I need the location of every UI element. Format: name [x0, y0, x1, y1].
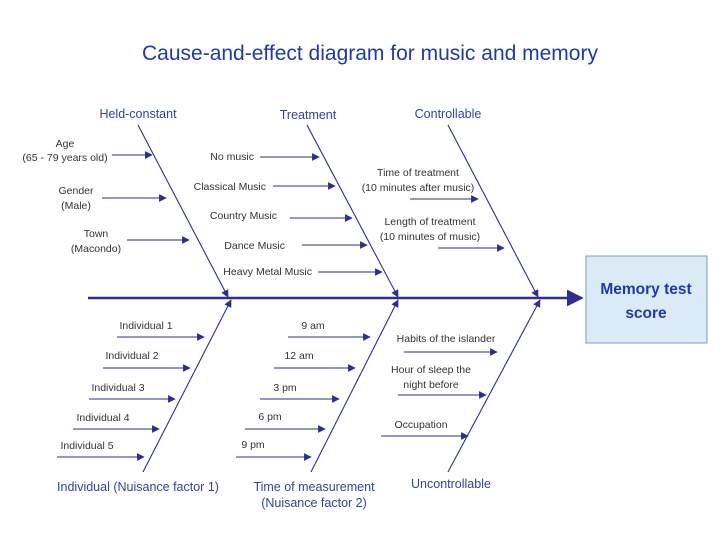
cause-individual-1: Individual 1	[119, 320, 172, 332]
effect-label-line2: score	[625, 305, 667, 322]
cause-occupation: Occupation	[394, 419, 447, 431]
cause-town-line2: (Macondo)	[71, 243, 121, 255]
cause-individual-2: Individual 2	[105, 350, 158, 362]
cause-gender-line1: Gender	[58, 185, 94, 197]
diagram-title: Cause-and-effect diagram for music and m…	[142, 42, 598, 65]
cause-12am: 12 am	[284, 350, 313, 362]
cause-town-line1: Town	[84, 228, 109, 240]
cause-age-line1: Age	[56, 138, 75, 150]
cause-heavy-metal-music: Heavy Metal Music	[223, 266, 312, 278]
category-uncontrollable: Uncontrollable	[411, 477, 491, 491]
bone-controllable	[447, 124, 539, 298]
cause-dance-music: Dance Music	[224, 240, 285, 252]
cause-hour-of-sleep-line2: night before	[403, 379, 459, 391]
bone-uncontrollable	[447, 299, 541, 473]
category-held-constant: Held-constant	[99, 107, 177, 121]
category-treatment: Treatment	[280, 108, 337, 122]
effect-label-line1: Memory test	[600, 281, 691, 298]
cause-9am: 9 am	[301, 320, 325, 332]
cause-no-music: No music	[210, 151, 254, 163]
bone-time-of-measurement	[310, 299, 399, 473]
category-time-of-measurement-line1: Time of measurement	[253, 480, 375, 494]
effect-box	[585, 255, 708, 344]
cause-gender-line2: (Male)	[61, 200, 91, 212]
cause-individual-5: Individual 5	[60, 440, 113, 452]
cause-individual-3: Individual 3	[91, 382, 144, 394]
cause-length-of-treatment-line1: Length of treatment	[384, 216, 475, 228]
category-individual: Individual (Nuisance factor 1)	[57, 480, 219, 494]
cause-time-of-treatment-line1: Time of treatment	[377, 167, 459, 179]
category-time-of-measurement-line2: (Nuisance factor 2)	[261, 496, 367, 510]
category-controllable: Controllable	[415, 107, 482, 121]
cause-length-of-treatment-line2: (10 minutes of music)	[380, 231, 480, 243]
cause-habits-of-the-islander: Habits of the islander	[397, 333, 496, 345]
cause-9pm: 9 pm	[241, 439, 265, 451]
cause-hour-of-sleep-line1: Hour of sleep the	[391, 364, 471, 376]
cause-time-of-treatment-line2: (10 minutes after music)	[362, 182, 475, 194]
cause-age-line2: (65 - 79 years old)	[22, 152, 107, 164]
cause-6pm: 6 pm	[258, 411, 282, 423]
cause-individual-4: Individual 4	[76, 412, 129, 424]
cause-classical-music: Classical Music	[194, 181, 266, 193]
bone-individual	[142, 299, 232, 473]
cause-3pm: 3 pm	[273, 382, 297, 394]
bone-treatment	[306, 124, 399, 298]
bone-held-constant	[137, 124, 229, 298]
cause-country-music: Country Music	[210, 210, 277, 222]
